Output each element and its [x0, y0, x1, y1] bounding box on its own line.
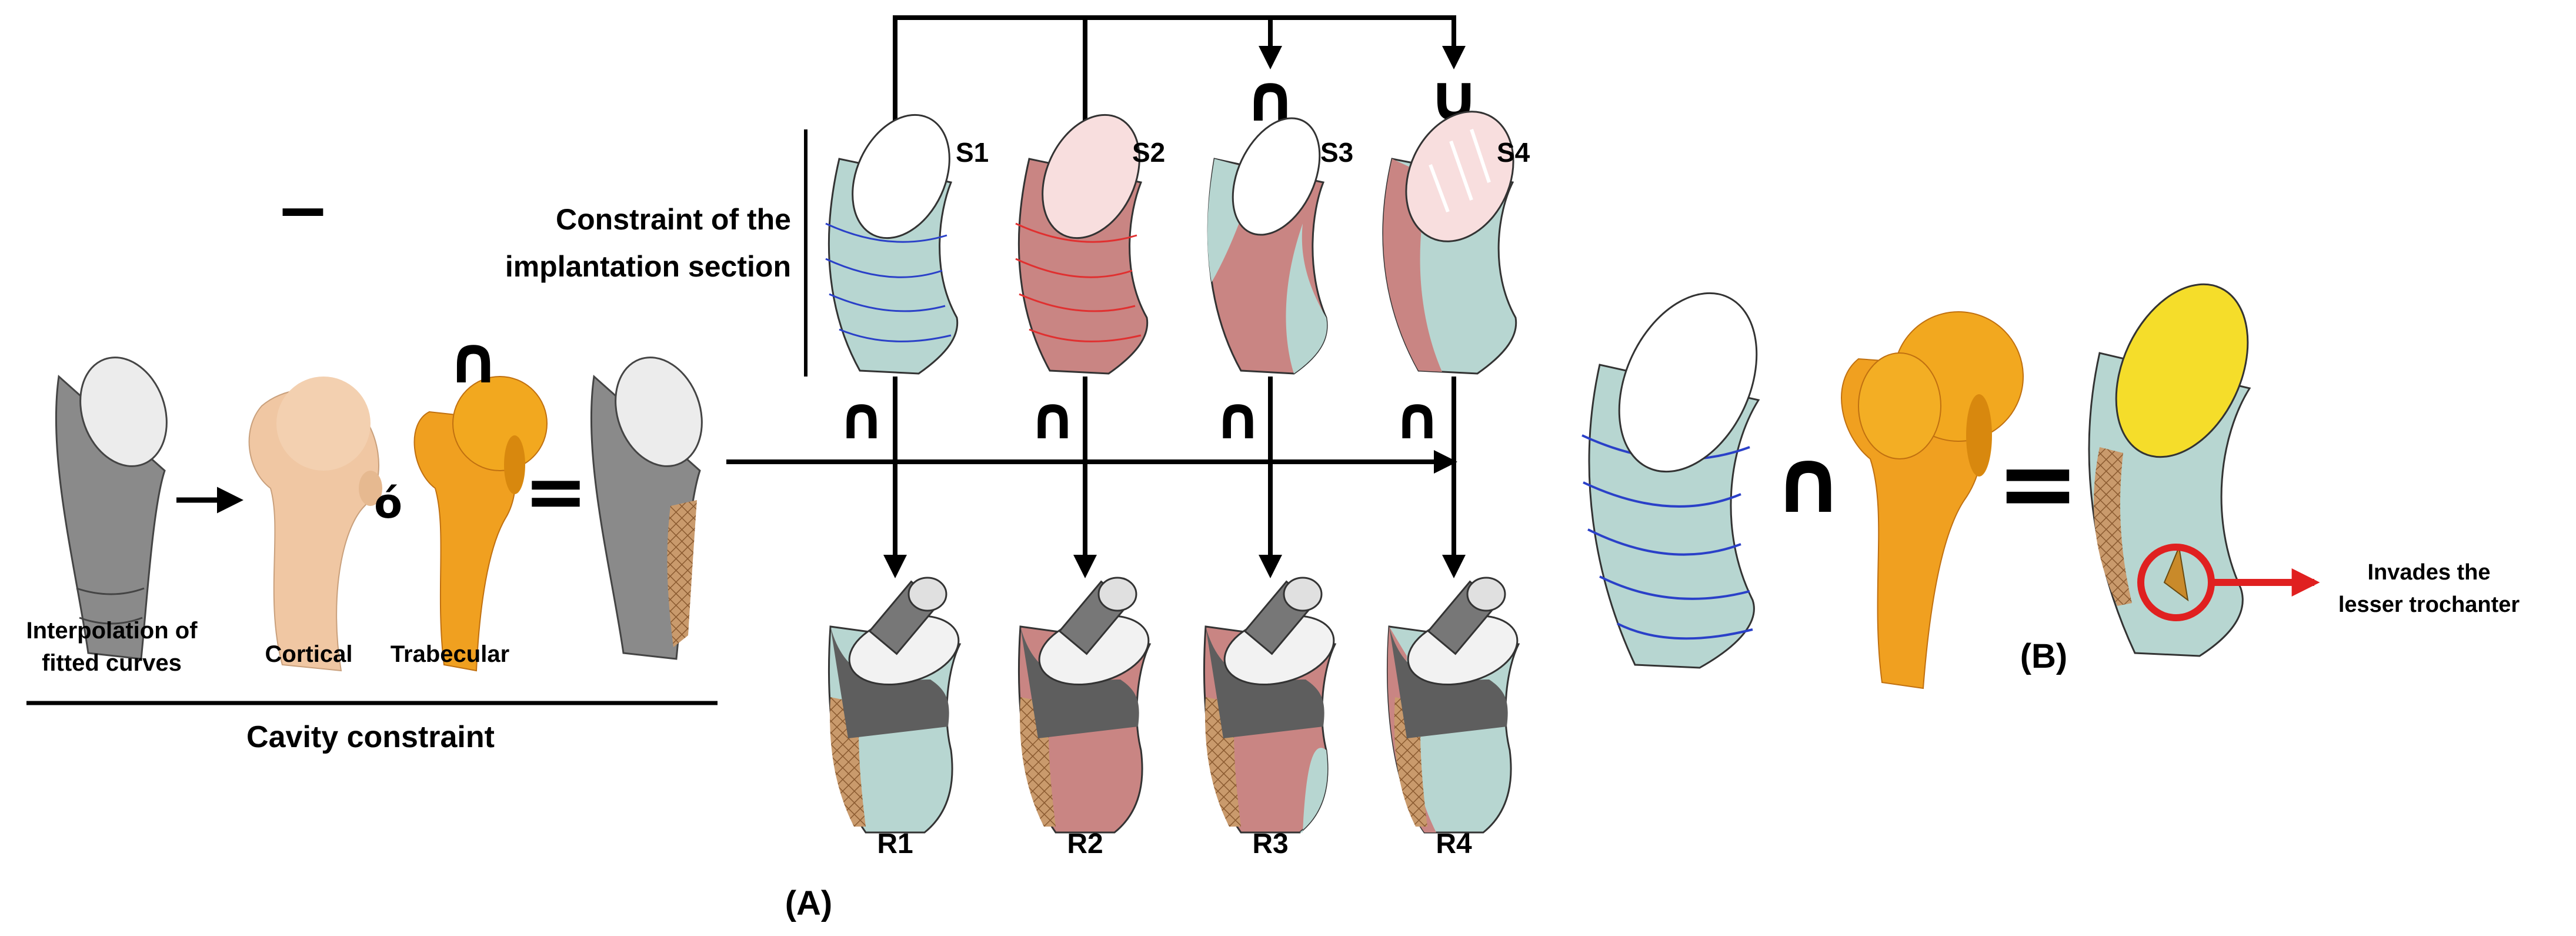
caption-trabecular: Trabecular	[391, 641, 509, 667]
label-r2: R2	[1067, 828, 1103, 860]
r2-operator: ∩	[1029, 384, 1076, 452]
panel-b-result-shape	[2088, 283, 2251, 657]
panel-b-trabecular-shape	[1841, 311, 2024, 689]
result-r2-shape	[1018, 577, 1152, 834]
caption-interpolation: Interpolation of	[26, 618, 198, 644]
intersection-grid	[726, 377, 1466, 578]
caption-cortical: Cortical	[265, 641, 353, 667]
cavity-equals-operator: =	[524, 447, 588, 536]
panel-b-intersect-operator: ∩	[1773, 431, 1844, 533]
section-s3-shape	[1207, 117, 1328, 375]
lesser-trochanter-note-1: Invades the	[2367, 560, 2490, 585]
trabecular-bone-shape	[413, 376, 548, 672]
or-operator: ó	[374, 479, 402, 528]
label-s3: S3	[1320, 137, 1353, 168]
trabecular-intersect-operator: ∩	[447, 322, 499, 398]
interpolated-stem-shape	[55, 357, 168, 660]
section-constraint-title-2: implantation section	[505, 250, 791, 283]
r3-operator: ∩	[1214, 384, 1262, 452]
r4-operator: ∩	[1393, 384, 1441, 452]
section-s4-shape	[1382, 111, 1517, 375]
r1-operator: ∩	[837, 384, 885, 452]
panel-a-label: (A)	[785, 884, 833, 922]
label-r3: R3	[1252, 828, 1288, 860]
cavity-constraint-group: − ∩ ó = Interpolation of fitted curves C…	[26, 172, 718, 754]
section-s1-shape	[825, 114, 959, 375]
result-r1-shape	[828, 577, 962, 834]
result-r3-shape	[1203, 577, 1337, 834]
label-s2: S2	[1132, 137, 1165, 168]
top-connectors	[893, 15, 1466, 132]
panel-b-label: (B)	[2020, 637, 2068, 675]
label-s4: S4	[1497, 137, 1530, 168]
panel-b-section-shape	[1581, 292, 1760, 669]
result-r4-shape	[1387, 577, 1520, 834]
label-r1: R1	[877, 828, 913, 860]
section-constraint-label: Constraint of the implantation section	[505, 129, 807, 377]
caption-interpolation-2: fitted curves	[42, 650, 182, 676]
section-constraint-title-1: Constraint of the	[556, 203, 791, 236]
label-s1: S1	[956, 137, 989, 168]
panel-b-group: ∩ = Invades the lesser trochanter (B)	[1581, 283, 2520, 689]
cortical-bone-shape	[248, 377, 382, 672]
section-s2-shape	[1015, 114, 1149, 375]
lesser-trochanter-note-2: lesser trochanter	[2338, 592, 2520, 617]
cavity-result-shape	[590, 357, 703, 660]
cavity-constraint-title: Cavity constraint	[246, 720, 495, 754]
panel-b-equals-operator: =	[1996, 425, 2080, 542]
label-r4: R4	[1436, 828, 1472, 860]
cortical-minus-operator: −	[276, 172, 330, 248]
lesser-trochanter-highlight-circle	[2137, 544, 2215, 621]
